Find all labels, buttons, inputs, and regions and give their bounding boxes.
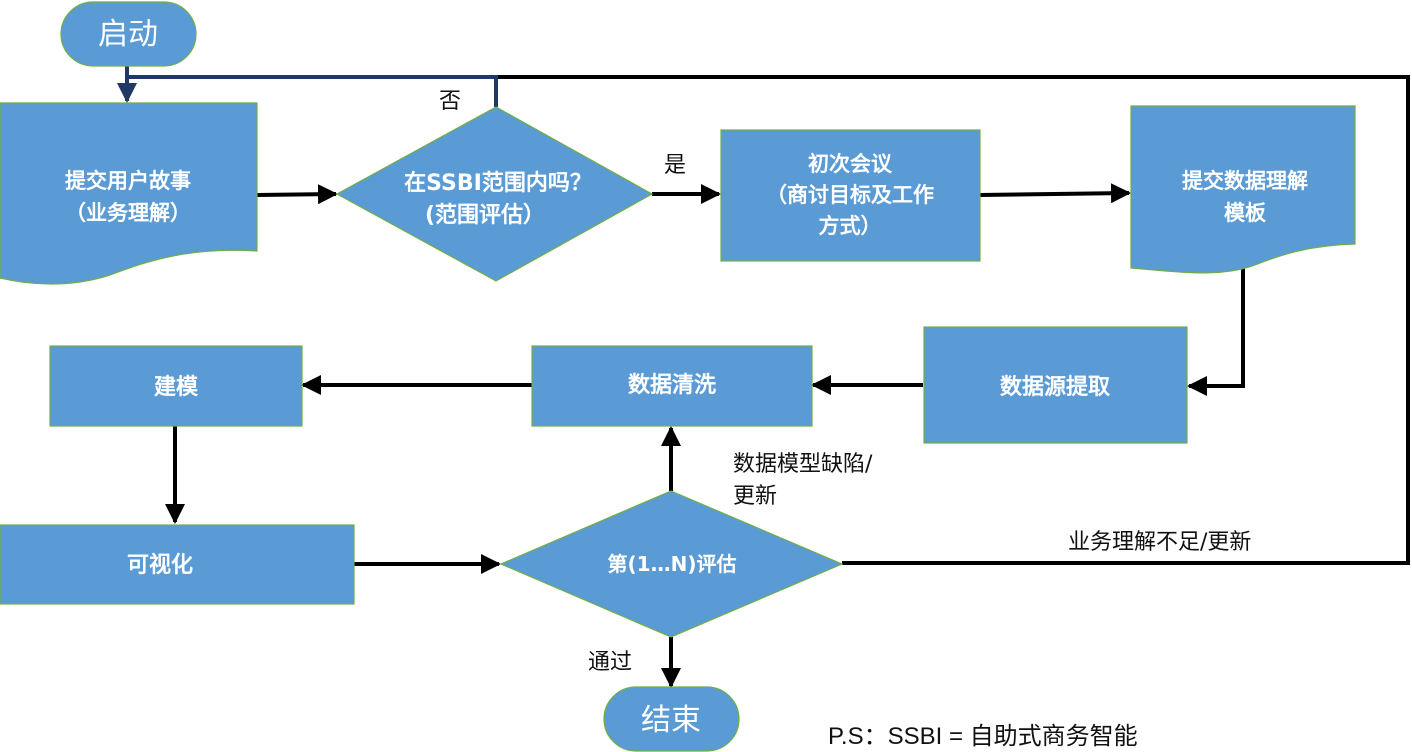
- connector-story-to-scope: [256, 184, 338, 205]
- node-scope-check: 在SSBI范围内吗？ (范围评估）: [335, 106, 654, 282]
- node-first-meeting-line-3: 方式）: [819, 214, 882, 238]
- edge-label-model-defect-line-1: 数据模型缺陷/: [733, 452, 873, 477]
- node-submit-template-line-1: 提交数据理解: [1182, 169, 1308, 193]
- connector-meeting-to-template: [979, 183, 1131, 204]
- connector-template-to-extract: [1187, 268, 1245, 396]
- edge-label-business-gap: 业务理解不足/更新: [1068, 530, 1251, 555]
- node-end-label: 结束: [641, 703, 701, 738]
- node-modeling: 建模: [49, 345, 303, 427]
- node-end: 结束: [603, 686, 740, 752]
- edge-label-model-defect-line-2: 更新: [733, 484, 777, 509]
- node-submit-story-line-2: （业务理解）: [65, 201, 191, 225]
- node-data-clean-label: 数据清洗: [628, 372, 716, 398]
- node-start: 启动: [60, 1, 197, 67]
- node-data-extract: 数据源提取: [923, 326, 1188, 444]
- node-first-meeting-line-2: （商讨目标及工作: [766, 183, 934, 207]
- node-submit-template-line-2: 模板: [1224, 201, 1267, 225]
- node-evaluation: 第(1…N)评估: [499, 490, 844, 638]
- edge-label-no: 否: [439, 89, 461, 114]
- node-data-clean: 数据清洗: [531, 345, 813, 427]
- node-modeling-label: 建模: [154, 375, 199, 400]
- node-start-label: 启动: [98, 17, 158, 52]
- node-data-extract-label: 数据源提取: [1000, 374, 1110, 400]
- connector-business-gap-loop: [496, 75, 1410, 565]
- edge-label-yes: 是: [664, 153, 686, 178]
- edge-label-pass: 通过: [588, 650, 632, 675]
- node-scope-check-line-1: 在SSBI范围内吗？: [404, 170, 592, 196]
- node-visualize: 可视化: [0, 524, 355, 605]
- node-submit-story-line-1: 提交用户故事: [65, 169, 191, 193]
- node-submit-template: 提交数据理解 模板: [1130, 105, 1356, 274]
- node-evaluation-label: 第(1…N)评估: [608, 552, 737, 576]
- node-first-meeting-line-1: 初次会议: [808, 152, 893, 176]
- footnote: P.S：SSBI = 自助式商务智能: [828, 723, 1138, 750]
- node-first-meeting: 初次会议 （商讨目标及工作 方式）: [720, 129, 981, 262]
- node-scope-check-line-2: (范围评估）: [425, 203, 545, 228]
- node-submit-story: 提交用户故事 （业务理解）: [0, 102, 258, 285]
- connector-no-loop: [127, 75, 498, 107]
- node-visualize-label: 可视化: [127, 552, 193, 578]
